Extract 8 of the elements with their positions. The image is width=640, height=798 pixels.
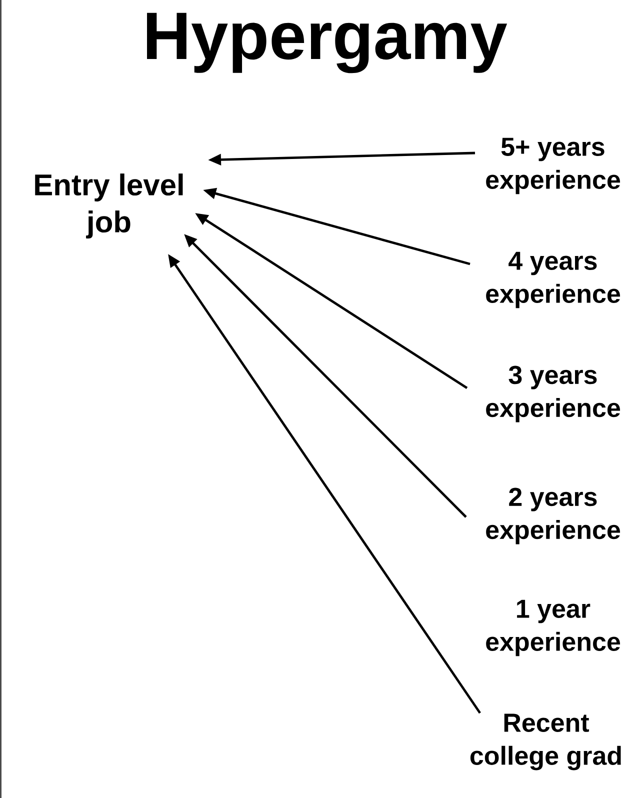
node-label: Recent college grad (470, 714, 621, 770)
node-label: 1 year experience (486, 600, 620, 656)
node-label: 3 years experience (486, 366, 620, 422)
node-label: 2 years experience (486, 488, 620, 544)
node-label: Entry level job (35, 174, 183, 238)
node-label: 5+ years experience (486, 138, 620, 194)
title: Hypergamy (147, 12, 508, 74)
node-label: 4 years experience (486, 252, 620, 308)
